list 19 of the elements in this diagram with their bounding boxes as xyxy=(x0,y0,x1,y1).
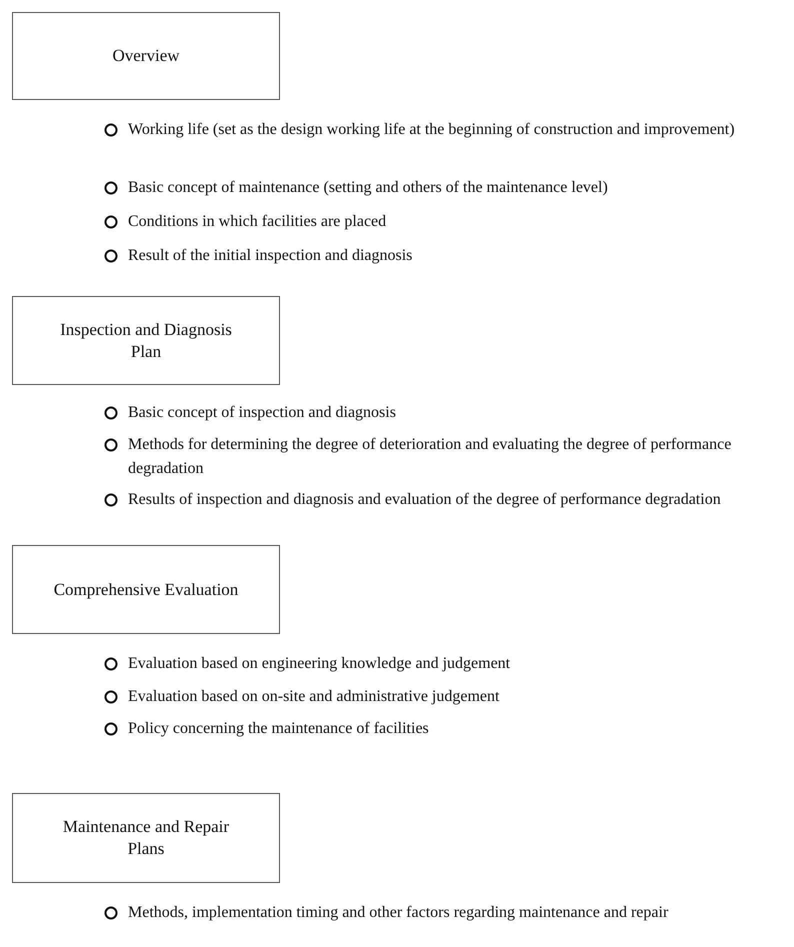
list-item-text: Policy concerning the maintenance of facilities xyxy=(128,719,430,739)
heading-text: Overview xyxy=(111,45,181,67)
list-item-text: Evaluation based on engineering knowledge and judgement xyxy=(128,654,512,674)
list-item-text: Conditions in which facilities are placed xyxy=(128,212,388,232)
heading-box xyxy=(12,793,280,883)
list-item-text: Methods, implementation timing and other factors regarding maintenance and repair xyxy=(128,903,670,923)
list-item-text: Results of inspection and diagnosis and evaluation of the degree of performance degradation xyxy=(128,490,722,510)
heading-text: Inspection and Diagnosis Plan xyxy=(59,318,233,362)
list-item-text: Result of the initial inspection and diagnosis xyxy=(128,246,414,266)
heading-box xyxy=(12,296,280,385)
list-item-text: Methods for determining the degree of deterioration and evaluating the degree of performance degradation xyxy=(128,435,732,479)
heading-text: Comprehensive Evaluation xyxy=(52,578,240,600)
list-item-text: Working life (set as the design working life at the beginning of construction and improvement) xyxy=(128,120,736,140)
list-item-text: Basic concept of inspection and diagnosis xyxy=(128,403,397,423)
heading-box xyxy=(12,12,280,100)
heading-text: Maintenance and Repair Plans xyxy=(62,816,230,860)
heading-box xyxy=(12,545,280,634)
list-item-text: Basic concept of maintenance (setting and others of the maintenance level) xyxy=(128,178,609,198)
list-item-text: Evaluation based on on-site and administrative judgement xyxy=(128,687,500,707)
